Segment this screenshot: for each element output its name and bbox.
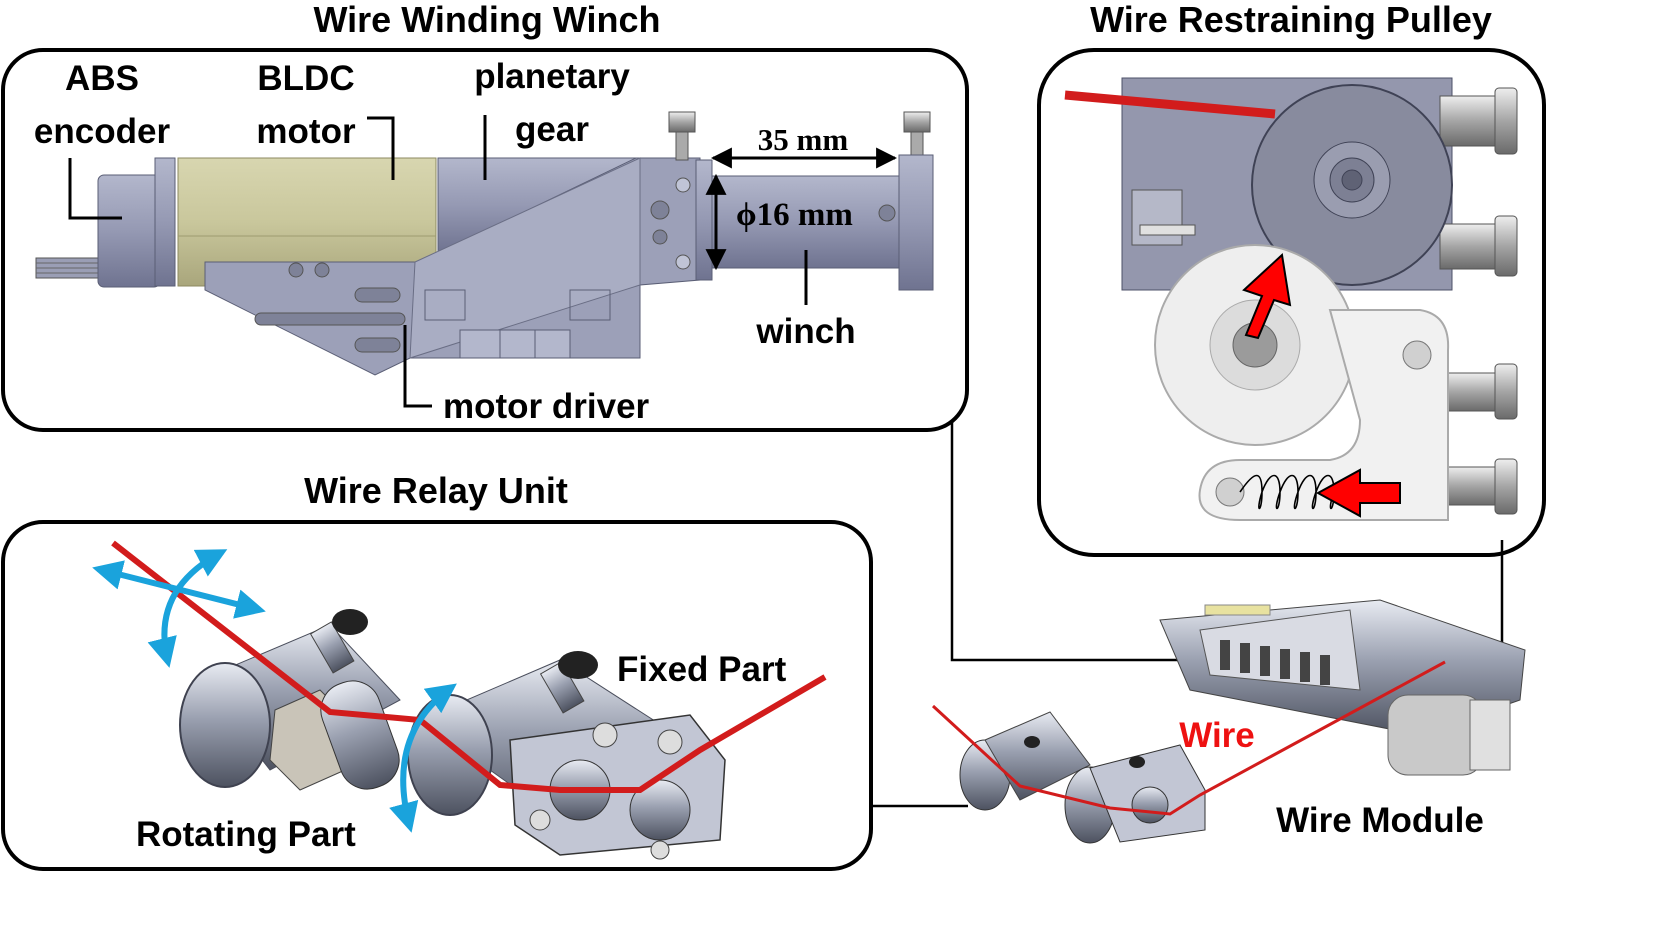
abs-encoder-leader (68, 158, 122, 220)
spring-arm (1198, 309, 1450, 521)
module-wire (931, 660, 1446, 816)
winch-panel-title: Wire Winding Winch (314, 0, 661, 40)
pulley-force-arrow (1242, 253, 1292, 340)
bldc-motor-leader (367, 116, 395, 180)
winch-connector-line (950, 420, 1192, 662)
fixed-part-body (407, 694, 493, 816)
rotating-base (179, 662, 271, 788)
fixed-part-label: Fixed Part (617, 650, 787, 689)
relay-panel: Wire Relay Unit (1, 470, 873, 871)
pulley-bolts (1439, 87, 1518, 515)
abs-label: ABS (65, 59, 139, 98)
pulley-wire (1064, 90, 1276, 119)
relay-panel-title: Wire Relay Unit (304, 470, 568, 511)
winch-assembly (35, 111, 934, 376)
motion-arrows (92, 549, 457, 833)
pulley-panel: Wire Restraining Pulley (1037, 0, 1546, 557)
encoder-label: encoder (34, 112, 171, 151)
length-label: 35 mm (758, 122, 849, 157)
swing-arrow (147, 549, 228, 668)
module-pulley (1387, 694, 1484, 776)
winch-panel-frame (1, 48, 969, 432)
relay-wire (111, 540, 827, 793)
winch-label: winch (755, 312, 855, 351)
pulley-panel-title: Wire Restraining Pulley (1090, 0, 1492, 40)
motor-driver-label: motor driver (443, 387, 650, 426)
pulley-assembly (1064, 77, 1518, 521)
gear-label: gear (515, 110, 589, 149)
wire-label: Wire (1179, 716, 1255, 755)
relay-panel-frame (1, 520, 873, 871)
motor-driver-leader (403, 325, 432, 408)
abs-encoder (97, 174, 161, 288)
rotating-rollers (320, 680, 400, 790)
rotation-arrow (389, 683, 457, 833)
module-relay-unit (959, 711, 1206, 844)
planetary-label: planetary (474, 57, 630, 96)
wire-module-label: Wire Module (1276, 801, 1484, 840)
pulley-panel-frame (1037, 48, 1546, 557)
diameter-label: ϕ16 mm (736, 197, 853, 233)
spring-force-arrow (1315, 468, 1401, 518)
bldc-label: BLDC (257, 59, 354, 98)
winch-panel: Wire Winding Winch (1, 0, 969, 432)
relay-assembly (111, 540, 827, 860)
rotating-part-label: Rotating Part (136, 815, 356, 854)
motor-label: motor (256, 112, 356, 151)
wire-module-overview: Wire Wire Module (871, 420, 1526, 844)
tension-spring (1239, 474, 1335, 510)
fixed-part-plates (509, 714, 726, 856)
